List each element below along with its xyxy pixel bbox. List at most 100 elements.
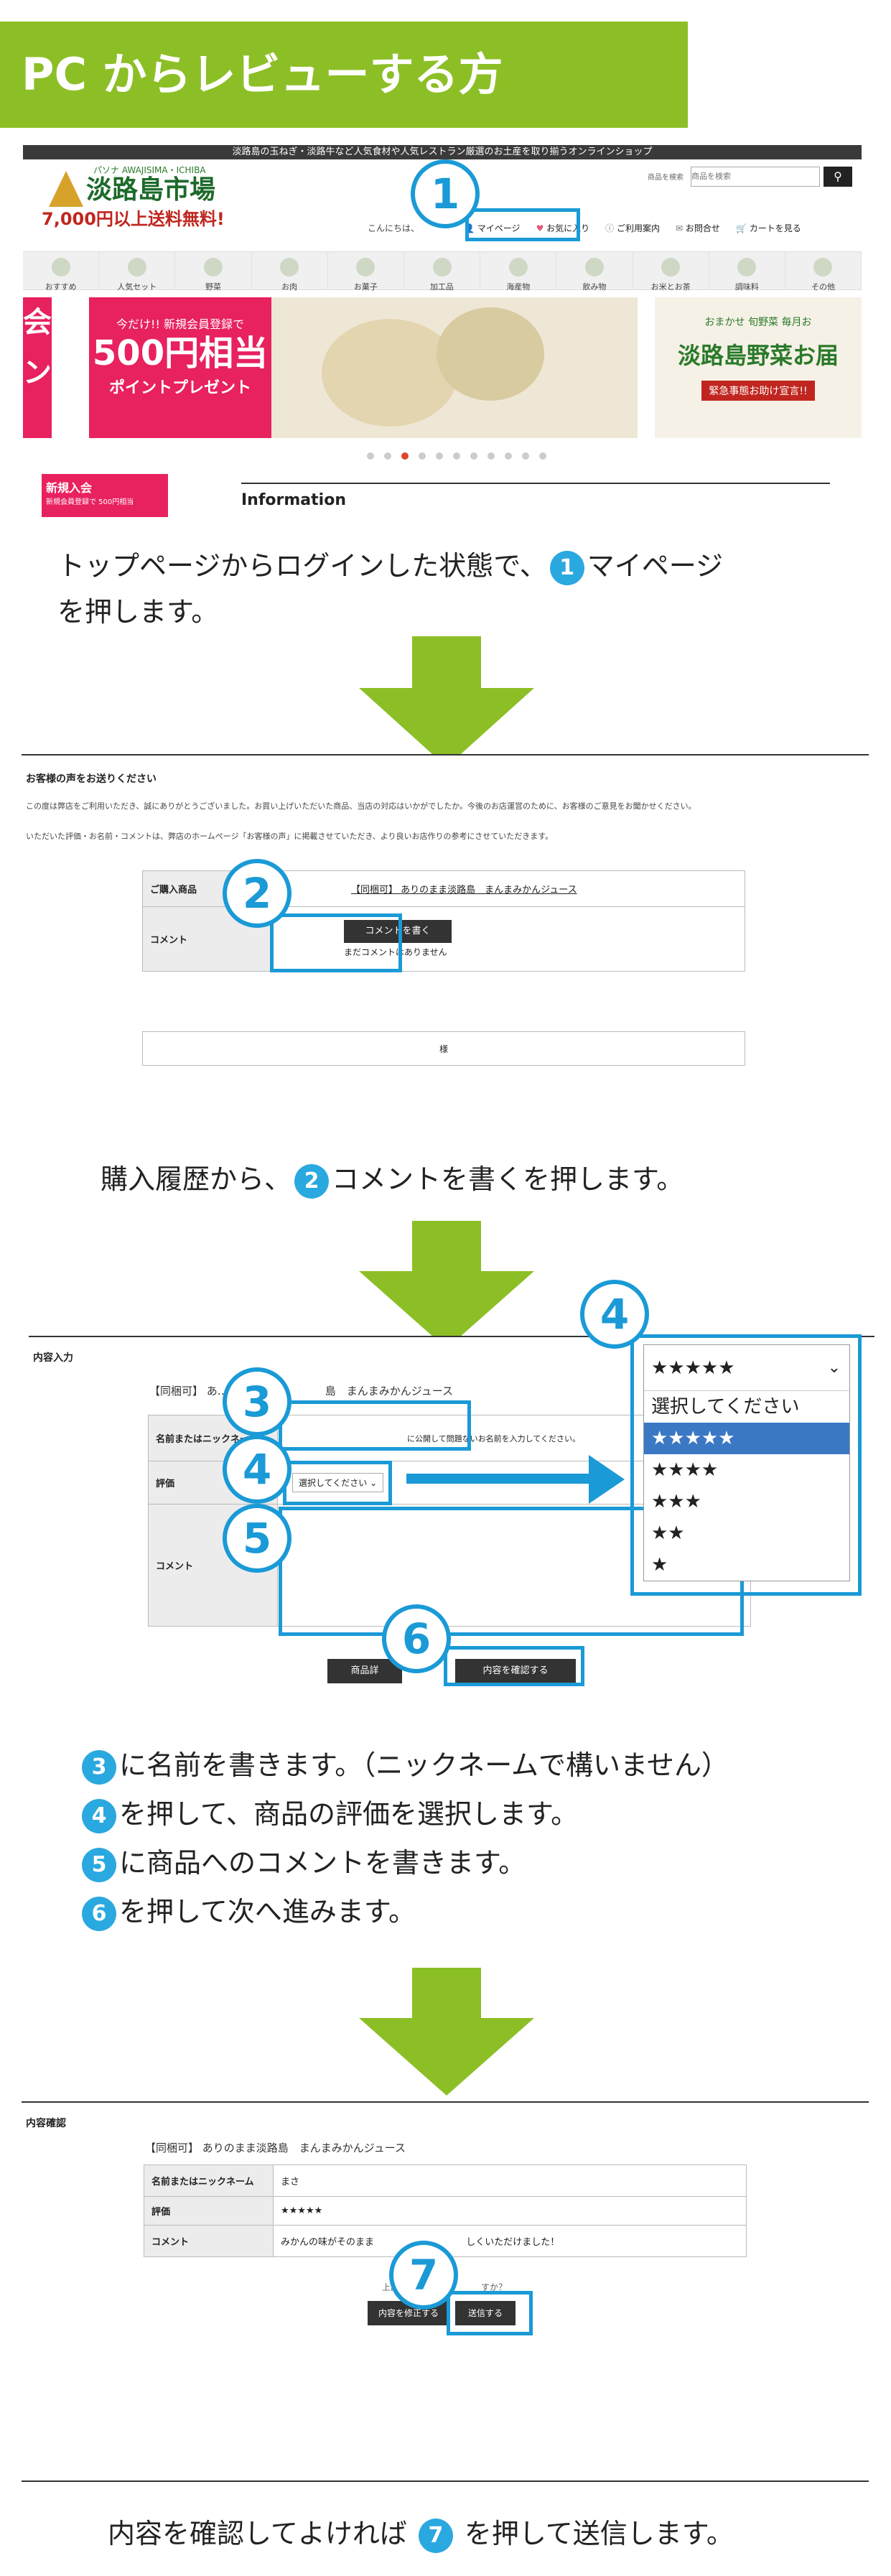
category-icon (661, 258, 681, 276)
category-item[interactable]: 調味料 (709, 252, 785, 292)
callout-1: 1 (411, 159, 480, 228)
callout-3: 3 (223, 1367, 291, 1436)
confirm-button-highlight (444, 1646, 584, 1686)
category-item[interactable]: 加工品 (403, 252, 481, 292)
category-item[interactable]: お菓子 (327, 252, 404, 292)
category-item[interactable]: お米とお茶 (633, 252, 709, 292)
send-button-highlight (447, 2291, 533, 2335)
promo-small-banner[interactable]: 新規入会 新規会員登録で 500円相当 (42, 474, 168, 517)
carousel-dot[interactable] (384, 452, 391, 460)
category-item[interactable]: 人気セット (99, 252, 176, 292)
write-comment-highlight (270, 913, 402, 972)
carousel-dot[interactable] (539, 452, 546, 460)
guide-link[interactable]: ⓘ ご利用案内 (605, 222, 660, 234)
category-icon (584, 258, 604, 276)
table-row: コメント コメントを書く まだコメントはありません (142, 906, 745, 972)
num-4: 4 (82, 1798, 116, 1833)
search-label: 商品を検索 (648, 174, 684, 182)
promo-left-small: 今だけ!! 新規会員登録で (116, 317, 244, 331)
step2-screenshot: お客様の声をお送りください この度は弊店をご利用いただき、誠にありがとうございま… (22, 754, 869, 1135)
write-comment-button[interactable]: コメントを書く (344, 920, 452, 943)
promo-banner-center[interactable] (271, 297, 638, 438)
greeting: こんにちは、 (368, 223, 420, 233)
confirm-note-right: すか？ (481, 2282, 508, 2292)
category-label: お肉 (281, 282, 298, 292)
step4-heading: 内容確認 (26, 2118, 66, 2129)
rating-select-label: 選択してください (299, 1478, 368, 1488)
comment-value-cell: みかんの味がそのまま しくいただけました！ (273, 2225, 747, 2257)
back-button[interactable]: 商品詳 (327, 1659, 402, 1683)
name-input-highlight (279, 1400, 471, 1451)
step2-caption-b: コメントを書く (332, 1163, 523, 1195)
tower-icon (49, 171, 83, 207)
promo-banner-left[interactable]: 今だけ!! 新規会員登録で 500円相当 ポイントプレゼント (89, 297, 271, 438)
search-input[interactable] (691, 167, 820, 187)
category-label: 調味料 (734, 282, 759, 292)
step2-bottom-box: 様 (142, 1031, 745, 1066)
logo-promo: 7,000円以上送料無料! (42, 209, 225, 229)
dropdown-highlight (630, 1334, 862, 1596)
contact-link[interactable]: ✉ お問合せ (676, 222, 720, 234)
category-label: 飲み物 (582, 282, 607, 292)
search-area: 商品を検索 ⚲ (648, 167, 856, 190)
send-button[interactable]: 送信する (455, 2301, 516, 2325)
category-item[interactable]: 野菜 (175, 252, 252, 292)
category-label: お菓子 (353, 282, 378, 292)
carousel-dot[interactable] (436, 452, 443, 460)
category-item[interactable]: お肉 (251, 252, 328, 292)
carousel-dot[interactable] (419, 452, 426, 460)
category-label: 野菜 (205, 282, 221, 292)
category-icon (51, 258, 70, 276)
dropdown-option[interactable]: 選択してください (651, 1396, 800, 1418)
promo-banner-edge[interactable]: 会 ン (23, 297, 52, 438)
heart-icon: ♥ (536, 223, 544, 233)
carousel-dot-active[interactable] (401, 452, 409, 460)
callout-4: 4 (223, 1435, 291, 1504)
carousel-dots[interactable] (349, 452, 564, 460)
category-item[interactable]: その他 (785, 252, 862, 292)
product-link[interactable]: 【同梱可】 ありのまま淡路島 まんまみかんジュース (271, 870, 745, 907)
category-item[interactable]: 飲み物 (556, 252, 633, 292)
dropdown-option[interactable]: ★★★★★ (644, 1423, 849, 1454)
num-7: 7 (418, 2518, 453, 2553)
rating-select[interactable]: 選択してください ⌄ (292, 1473, 384, 1492)
table-row: 名前またはニックネーム まさ (144, 2165, 747, 2197)
dropdown-option[interactable]: ★★★★ (651, 1459, 719, 1481)
category-label: お米とお茶 (650, 282, 691, 292)
step2-intro1: この度は弊店をご利用いただき、誠にありがとうございました。お買い上げいただいた商… (26, 801, 696, 811)
category-label: 海産物 (506, 282, 531, 292)
carousel-dot[interactable] (505, 452, 512, 460)
cart-link[interactable]: 🛒 カートを見る (736, 222, 801, 234)
name-hint: に公開して問題ないお名前を入力してください。 (407, 1433, 581, 1443)
dropdown-option[interactable]: ★★★ (651, 1491, 701, 1512)
category-nav: おすすめ人気セット野菜 お肉 お菓子 加工品海産物 飲み物 お米とお茶 調味料 その他 (23, 251, 862, 292)
confirm-button[interactable]: 内容を確認する (455, 1659, 576, 1683)
dropdown-option[interactable]: ★ (651, 1554, 668, 1576)
step2-form: ご購入商品 【同梱可】 ありのまま淡路島 まんまみかんジュース コメント コメン… (142, 870, 745, 972)
promo-left-big: 500円相当 (92, 333, 269, 373)
caption-5-text: に商品へのコメントを書きます。 (119, 1847, 526, 1879)
carousel-dot[interactable] (367, 452, 374, 460)
contact-label: お問合せ (685, 223, 720, 233)
num-1: 1 (549, 550, 584, 585)
rating-dropdown[interactable]: ★★★★★ ⌄ 選択してください★★★★★★★★★★★★★★★ (643, 1344, 850, 1581)
search-button[interactable]: ⚲ (824, 167, 852, 187)
dropdown-option[interactable]: ★★ (651, 1522, 685, 1544)
carousel-dot[interactable] (488, 452, 495, 460)
carousel-dot[interactable] (470, 452, 477, 460)
category-item[interactable]: おすすめ (23, 252, 100, 292)
category-item[interactable]: 海産物 (480, 252, 557, 292)
carousel-dot[interactable] (522, 452, 529, 460)
carousel-dot[interactable] (453, 452, 460, 460)
pointer-arrow (406, 1474, 599, 1484)
dropdown-current[interactable]: ★★★★★ ⌄ (644, 1345, 849, 1391)
step2-intro2: いただいた評価・お名前・コメントは、弊店のホームページ「お客様の声」に掲載させて… (26, 832, 554, 841)
rating-select-highlight (283, 1461, 392, 1505)
promo-banner-right[interactable]: おまかせ 旬野菜 毎月お 淡路島野菜お届 緊急事態お助け宣言!! (655, 297, 862, 438)
logo[interactable]: パソナ AWAJISIMA・ICHIBA 淡路島市場 7,000円以上送料無料! (36, 164, 251, 236)
onion-image-2 (437, 307, 544, 401)
